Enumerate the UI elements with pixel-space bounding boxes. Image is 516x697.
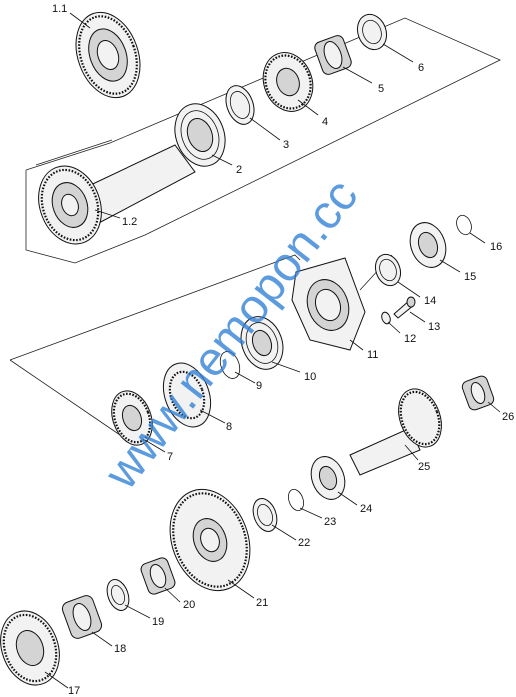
part-26-needle-bearing (461, 375, 495, 411)
label-part-9: 9 (256, 380, 262, 392)
label-part-16: 16 (490, 241, 502, 253)
label-part-25: 25 (418, 461, 430, 473)
label-part-6: 6 (418, 62, 424, 74)
part-16-snap-ring (456, 214, 472, 236)
label-part-24: 24 (360, 503, 372, 515)
part-17-gear (0, 610, 60, 686)
part-4-gear (262, 52, 314, 112)
part-19-washer (106, 579, 130, 611)
label-part-18: 18 (114, 643, 126, 655)
label-part-1-1: 1.1 (52, 3, 67, 15)
part-7-gear (111, 390, 153, 446)
label-part-13: 13 (428, 321, 440, 333)
part-13-bolt (393, 296, 416, 319)
part-20-needle-bearing (140, 557, 176, 595)
part-15-bearing (409, 222, 447, 268)
part-23-snap-ring (288, 488, 304, 512)
part-1-2-input-shaft (38, 144, 196, 245)
label-part-12: 12 (404, 333, 416, 345)
label-part-5: 5 (378, 83, 384, 95)
label-part-19: 19 (152, 616, 164, 628)
label-part-23: 23 (324, 516, 336, 528)
label-part-10: 10 (304, 371, 316, 383)
part-9-snap-ring (219, 351, 241, 379)
part-11-retainer-flange (291, 257, 366, 351)
part-10-bearing (240, 316, 284, 370)
label-part-15: 15 (464, 271, 476, 283)
part-24-bearing (310, 456, 346, 500)
part-14-seal (374, 253, 402, 287)
part-18-needle-bearing (61, 595, 103, 639)
label-part-11: 11 (367, 349, 378, 361)
part-5-needle-bearing (314, 35, 352, 75)
leader-lines (44, 12, 501, 689)
part-22-washer (252, 498, 278, 532)
label-part-20: 20 (183, 599, 195, 611)
part-3-washer (225, 85, 255, 125)
label-part-1-2: 1.2 (122, 216, 137, 228)
label-part-21: 21 (256, 597, 268, 609)
part-labels: 1.1 1.2 2 3 4 5 6 16 15 14 13 12 11 10 9… (52, 3, 514, 697)
part-12-washer (381, 311, 391, 325)
label-part-7: 7 (167, 451, 173, 463)
label-part-4: 4 (322, 116, 328, 128)
part-6-bushing (356, 13, 388, 51)
part-21-gear (169, 488, 251, 592)
part-8-sleeve (162, 362, 212, 428)
label-part-3: 3 (283, 139, 289, 151)
part-1-1-sync-ring (75, 11, 141, 99)
part-25-countershaft (349, 388, 442, 476)
label-part-8: 8 (226, 421, 232, 433)
label-part-2: 2 (236, 164, 242, 176)
label-part-17: 17 (68, 685, 80, 697)
label-part-22: 22 (298, 537, 310, 549)
label-part-26: 26 (502, 411, 514, 423)
label-part-14: 14 (424, 295, 436, 307)
part-2-bearing (174, 103, 226, 167)
